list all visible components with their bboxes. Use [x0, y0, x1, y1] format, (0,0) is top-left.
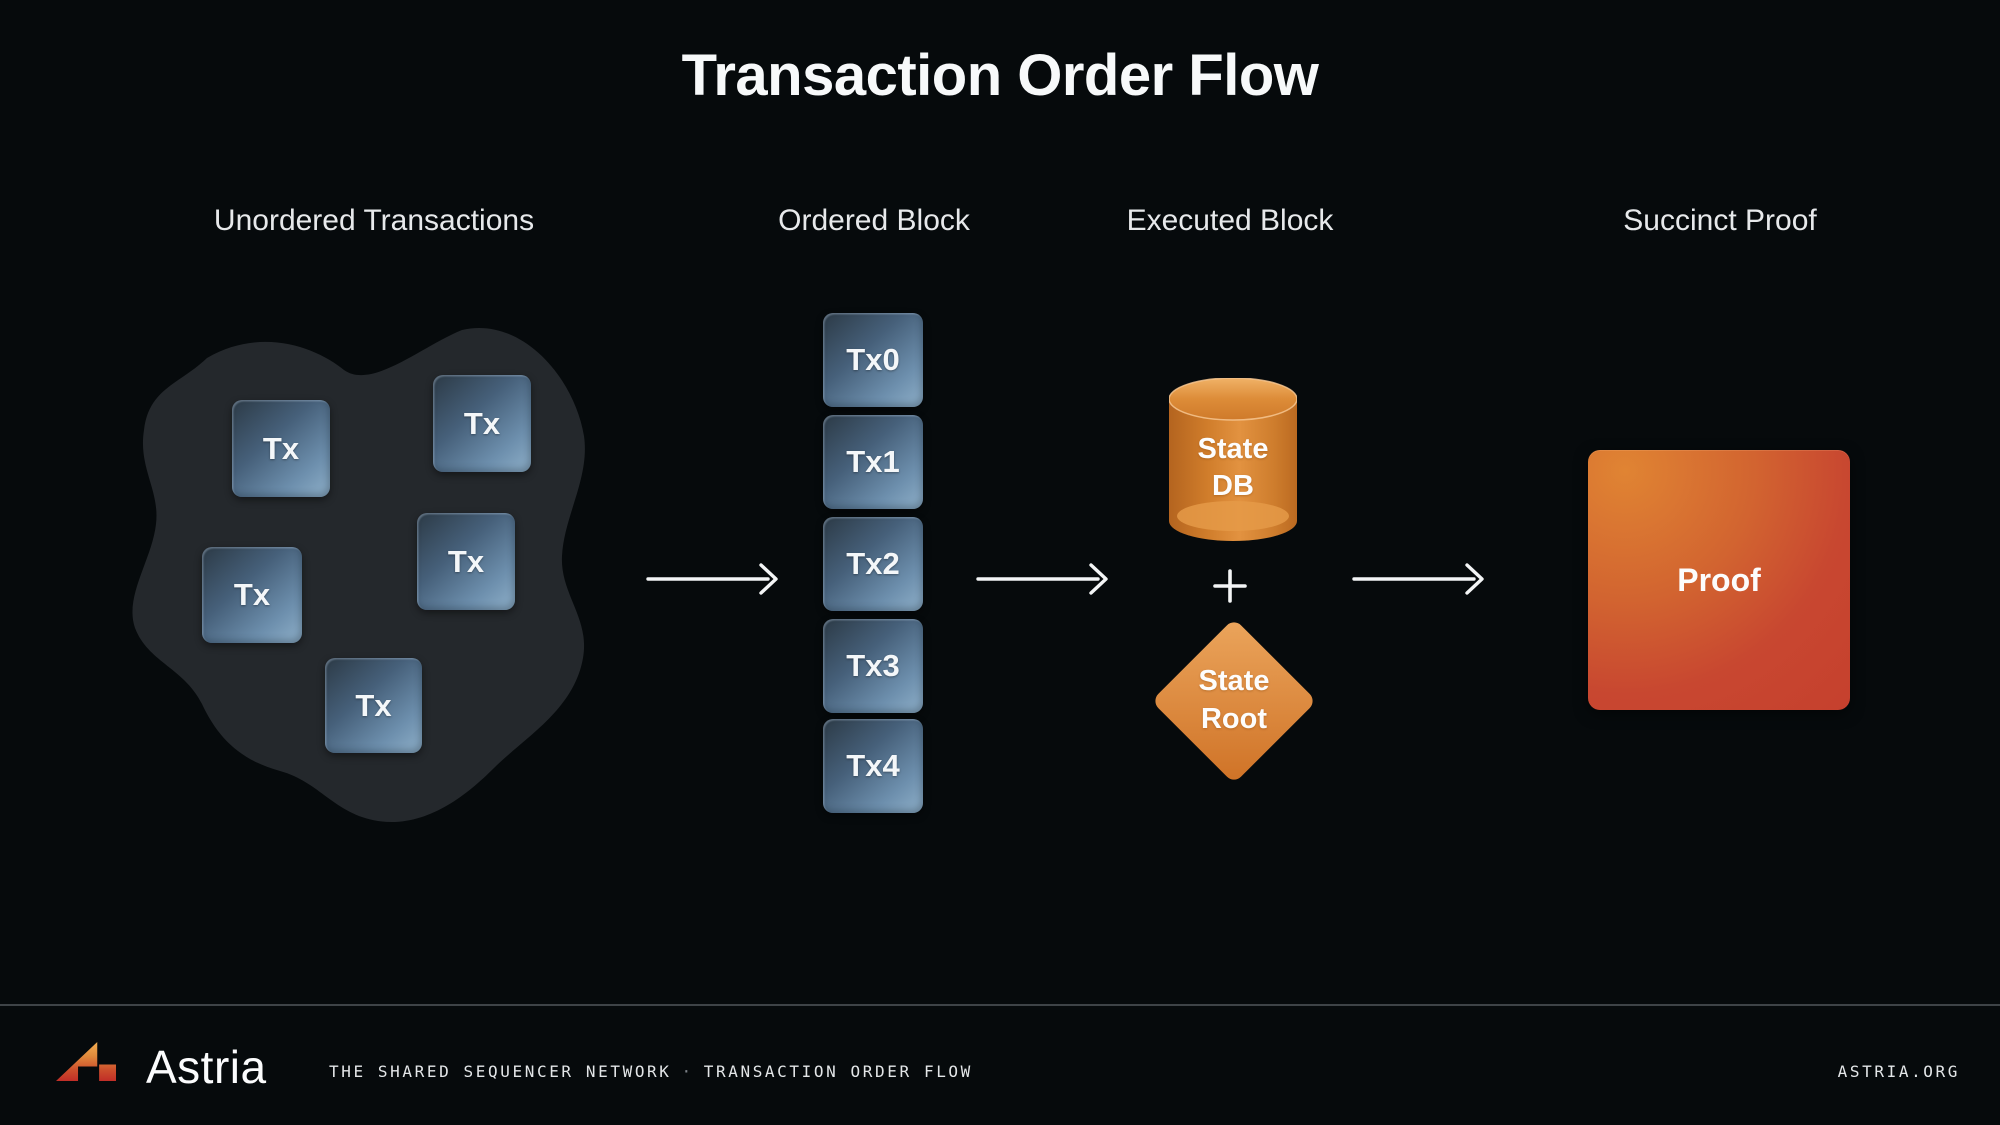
footer-tagline-flow: TRANSACTION ORDER FLOW	[703, 1062, 973, 1081]
ordered-tx-label: Tx3	[846, 648, 900, 683]
state-db-label: State DB	[1197, 432, 1269, 502]
tx-box-label: Tx	[463, 405, 501, 441]
footer-divider	[0, 1004, 2000, 1006]
ordered-tx-label: Tx1	[846, 444, 900, 479]
tx-box: Tx	[325, 658, 422, 753]
footer-tagline-network: THE SHARED SEQUENCER NETWORK	[329, 1062, 672, 1081]
brand-wordmark: Astria	[146, 1041, 267, 1093]
astria-logo-icon	[56, 1042, 116, 1081]
state-root-diamond-icon: State Root	[1116, 583, 1352, 819]
ordered-tx-box: Tx3	[823, 619, 923, 713]
ordered-tx-label: Tx2	[846, 546, 900, 581]
footer-site-text: ASTRIA.ORG	[1837, 1062, 1960, 1081]
arrow-right-icon	[1352, 563, 1484, 595]
tx-box-label: Tx	[262, 430, 300, 466]
proof-label: Proof	[1677, 561, 1761, 598]
ordered-tx-box: Tx0	[823, 313, 923, 407]
ordered-tx-label: Tx0	[846, 342, 900, 377]
page-title: Transaction Order Flow	[681, 43, 1319, 108]
footer-tagline-separator: ·	[681, 1062, 694, 1081]
ordered-tx-box: Tx1	[823, 415, 923, 509]
tx-box-label: Tx	[355, 687, 392, 723]
arrow-right-icon	[976, 563, 1108, 595]
tx-box: Tx	[433, 375, 531, 472]
tx-box: Tx	[232, 400, 330, 497]
arrow-right-icon	[646, 563, 778, 595]
column-header-executed-block: Executed Block	[1126, 204, 1334, 237]
ordered-tx-box: Tx4	[823, 719, 923, 813]
column-header-unordered-transactions: Unordered Transactions	[213, 204, 535, 237]
ordered-tx-label: Tx4	[846, 748, 900, 783]
tx-box-label: Tx	[447, 543, 485, 579]
state-root-label: State Root	[1198, 665, 1270, 735]
plus-icon	[1213, 569, 1247, 603]
column-header-succinct-proof: Succinct Proof	[1623, 204, 1817, 237]
ordered-tx-box: Tx2	[823, 517, 923, 611]
footer-tagline: THE SHARED SEQUENCER NETWORK · TRANSACTION…	[329, 1062, 973, 1081]
tx-box: Tx	[417, 513, 515, 610]
tx-box: Tx	[202, 547, 302, 643]
state-db-cylinder-icon: State DB	[1169, 378, 1297, 542]
proof-card: Proof	[1588, 450, 1850, 710]
column-header-ordered-block: Ordered Block	[778, 204, 970, 237]
tx-box-label: Tx	[233, 577, 271, 612]
